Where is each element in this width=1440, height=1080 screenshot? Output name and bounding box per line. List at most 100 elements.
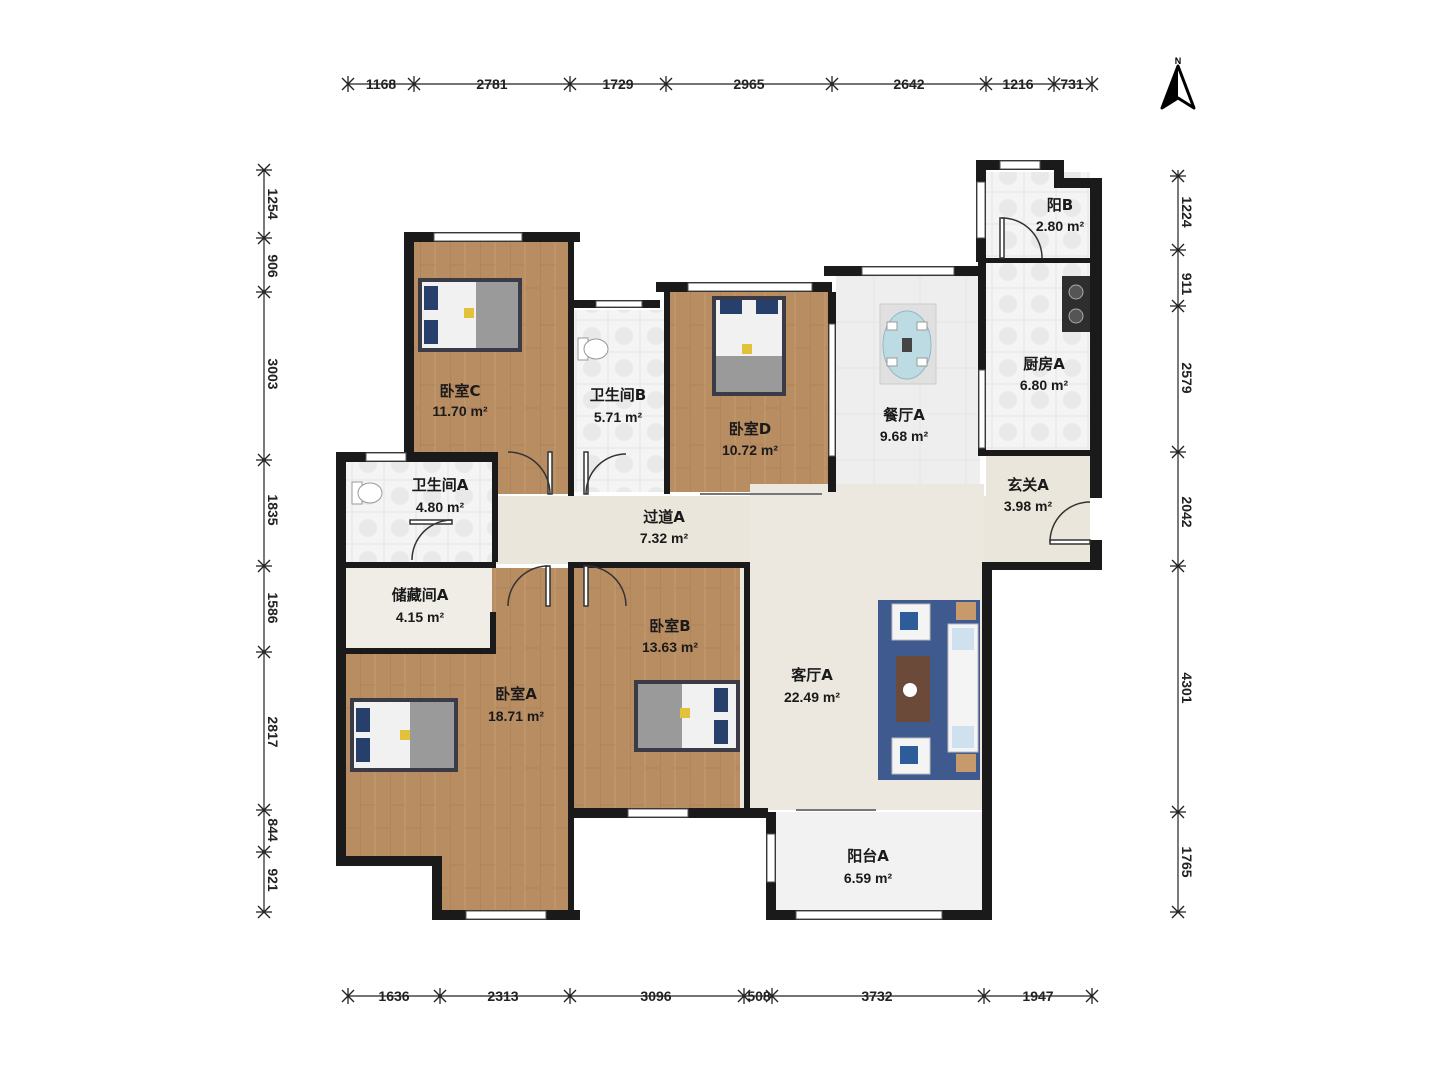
dimension-tick	[1170, 445, 1186, 459]
dimension-tick	[341, 988, 355, 1004]
dim-bottom-2: 3096	[640, 988, 671, 1004]
room-area-bedroom-b: 13.63 m²	[642, 639, 698, 655]
wall-kitchen-bottom	[978, 450, 1090, 456]
dimension-tick	[1085, 988, 1099, 1004]
dimension-tick	[1170, 905, 1186, 919]
window-balcony-b-top	[999, 160, 1041, 170]
room-area-storage-a: 4.15 m²	[396, 609, 445, 625]
floor-bath-a	[346, 462, 492, 562]
wall-balcony-b-bottom	[986, 258, 1090, 263]
dim-left-0: 1254	[265, 188, 281, 219]
room-area-bath-a: 4.80 m²	[416, 499, 465, 515]
dim-right-2: 2579	[1179, 362, 1195, 393]
wall-bedroom-c-right	[568, 232, 574, 496]
windows	[365, 160, 1041, 920]
door-bedroom-a	[507, 565, 551, 607]
window-kitchen-left	[978, 369, 986, 449]
dimension-tick	[737, 988, 751, 1004]
room-name-bath-b: 卫生间B	[590, 386, 646, 404]
door-bath-a	[409, 519, 453, 561]
wall-bath-b-right	[664, 282, 670, 494]
dim-left-2: 3003	[265, 358, 281, 389]
dimension-tick	[1170, 559, 1186, 573]
dimension-tick	[256, 559, 272, 573]
window-bedroom-b	[627, 808, 689, 818]
dim-left-6: 844	[265, 818, 281, 842]
sliding-doors	[700, 493, 876, 811]
compass-label: N	[1175, 56, 1182, 66]
window-bath-b	[595, 300, 643, 308]
dimension-tick	[1170, 805, 1186, 819]
room-name-entry-a: 玄关A	[1007, 476, 1049, 494]
room-name-bedroom-a: 卧室A	[495, 685, 537, 703]
dim-top-4: 2642	[893, 76, 924, 92]
dimension-tick	[563, 76, 577, 92]
room-area-living-a: 22.49 m²	[784, 689, 840, 705]
room-name-corridor-a: 过道A	[643, 508, 685, 526]
dim-right-0: 1224	[1179, 196, 1195, 227]
bed-bedroom-a	[350, 698, 458, 772]
dim-left-5: 2817	[265, 716, 281, 747]
dimension-tick	[407, 76, 421, 92]
window-bedroom-a	[465, 910, 547, 920]
dimension-tick	[341, 76, 355, 92]
dimension-tick	[977, 988, 991, 1004]
dim-top-1: 2781	[476, 76, 507, 92]
door-bath-b	[583, 451, 627, 495]
dim-right-5: 1765	[1179, 846, 1195, 877]
dim-left-1: 906	[265, 254, 281, 278]
wall-west	[336, 452, 346, 860]
sofa-set-icon	[878, 600, 980, 780]
window-balcony-b-left	[976, 181, 986, 239]
dimension-tick	[563, 988, 577, 1004]
room-name-bedroom-c: 卧室C	[439, 382, 480, 400]
dimension-tick	[765, 988, 779, 1004]
dimension-tick	[1085, 76, 1099, 92]
north-compass-icon: N	[1160, 56, 1196, 110]
floor-balcony-a	[776, 812, 982, 912]
dimension-tick	[256, 803, 272, 817]
wall-balcony-b-step	[1054, 178, 1102, 188]
fixtures	[350, 276, 1090, 780]
dining-table-icon	[879, 303, 937, 385]
dim-bottom-4: 3732	[861, 988, 892, 1004]
door-bedroom-b	[583, 565, 627, 607]
dimension-tick	[433, 988, 447, 1004]
window-bedroom-d-right	[828, 323, 836, 457]
wall-bedroom-b-right	[744, 562, 750, 818]
dim-right-4: 4301	[1179, 672, 1195, 703]
wall-bedroom-a-right	[568, 562, 574, 920]
window-balcony-a-left	[766, 833, 776, 883]
room-area-bedroom-c: 11.70 m²	[432, 403, 488, 419]
dimension-tick	[256, 645, 272, 659]
room-name-storage-a: 储藏间A	[392, 586, 449, 604]
window-bedroom-c	[433, 232, 523, 242]
dim-left-7: 921	[265, 868, 281, 892]
dimension-top: 1168 2781 1729 2965 2642 1216 731	[348, 76, 1092, 92]
wall-bedroom-a-bottom-left	[336, 856, 442, 866]
wall-balcony-a-right	[982, 566, 992, 920]
wall-storage-bottom	[346, 648, 496, 654]
door-balcony-b	[999, 217, 1043, 259]
dimension-tick	[659, 76, 673, 92]
window-bedroom-d	[687, 282, 813, 292]
window-dining	[861, 266, 955, 276]
dim-bottom-0: 1636	[378, 988, 409, 1004]
door-bedroom-c	[507, 451, 553, 495]
bed-bedroom-b	[634, 680, 740, 752]
dimension-bottom: 1636 2313 3096 508 3732 1947	[348, 988, 1092, 1004]
dimension-tick	[256, 231, 272, 245]
bed-bedroom-c	[418, 278, 522, 352]
bed-bedroom-d	[712, 296, 786, 396]
wall-entry-bottom	[982, 562, 1102, 570]
dim-left-4: 1586	[265, 592, 281, 623]
room-area-corridor-a: 7.32 m²	[640, 530, 689, 546]
dimension-tick	[256, 285, 272, 299]
dimension-tick	[1170, 243, 1186, 257]
stove-icon	[1062, 276, 1090, 332]
dim-bottom-5: 1947	[1022, 988, 1053, 1004]
room-area-entry-a: 3.98 m²	[1004, 498, 1053, 514]
dim-top-2: 1729	[602, 76, 633, 92]
dimension-tick	[256, 845, 272, 859]
